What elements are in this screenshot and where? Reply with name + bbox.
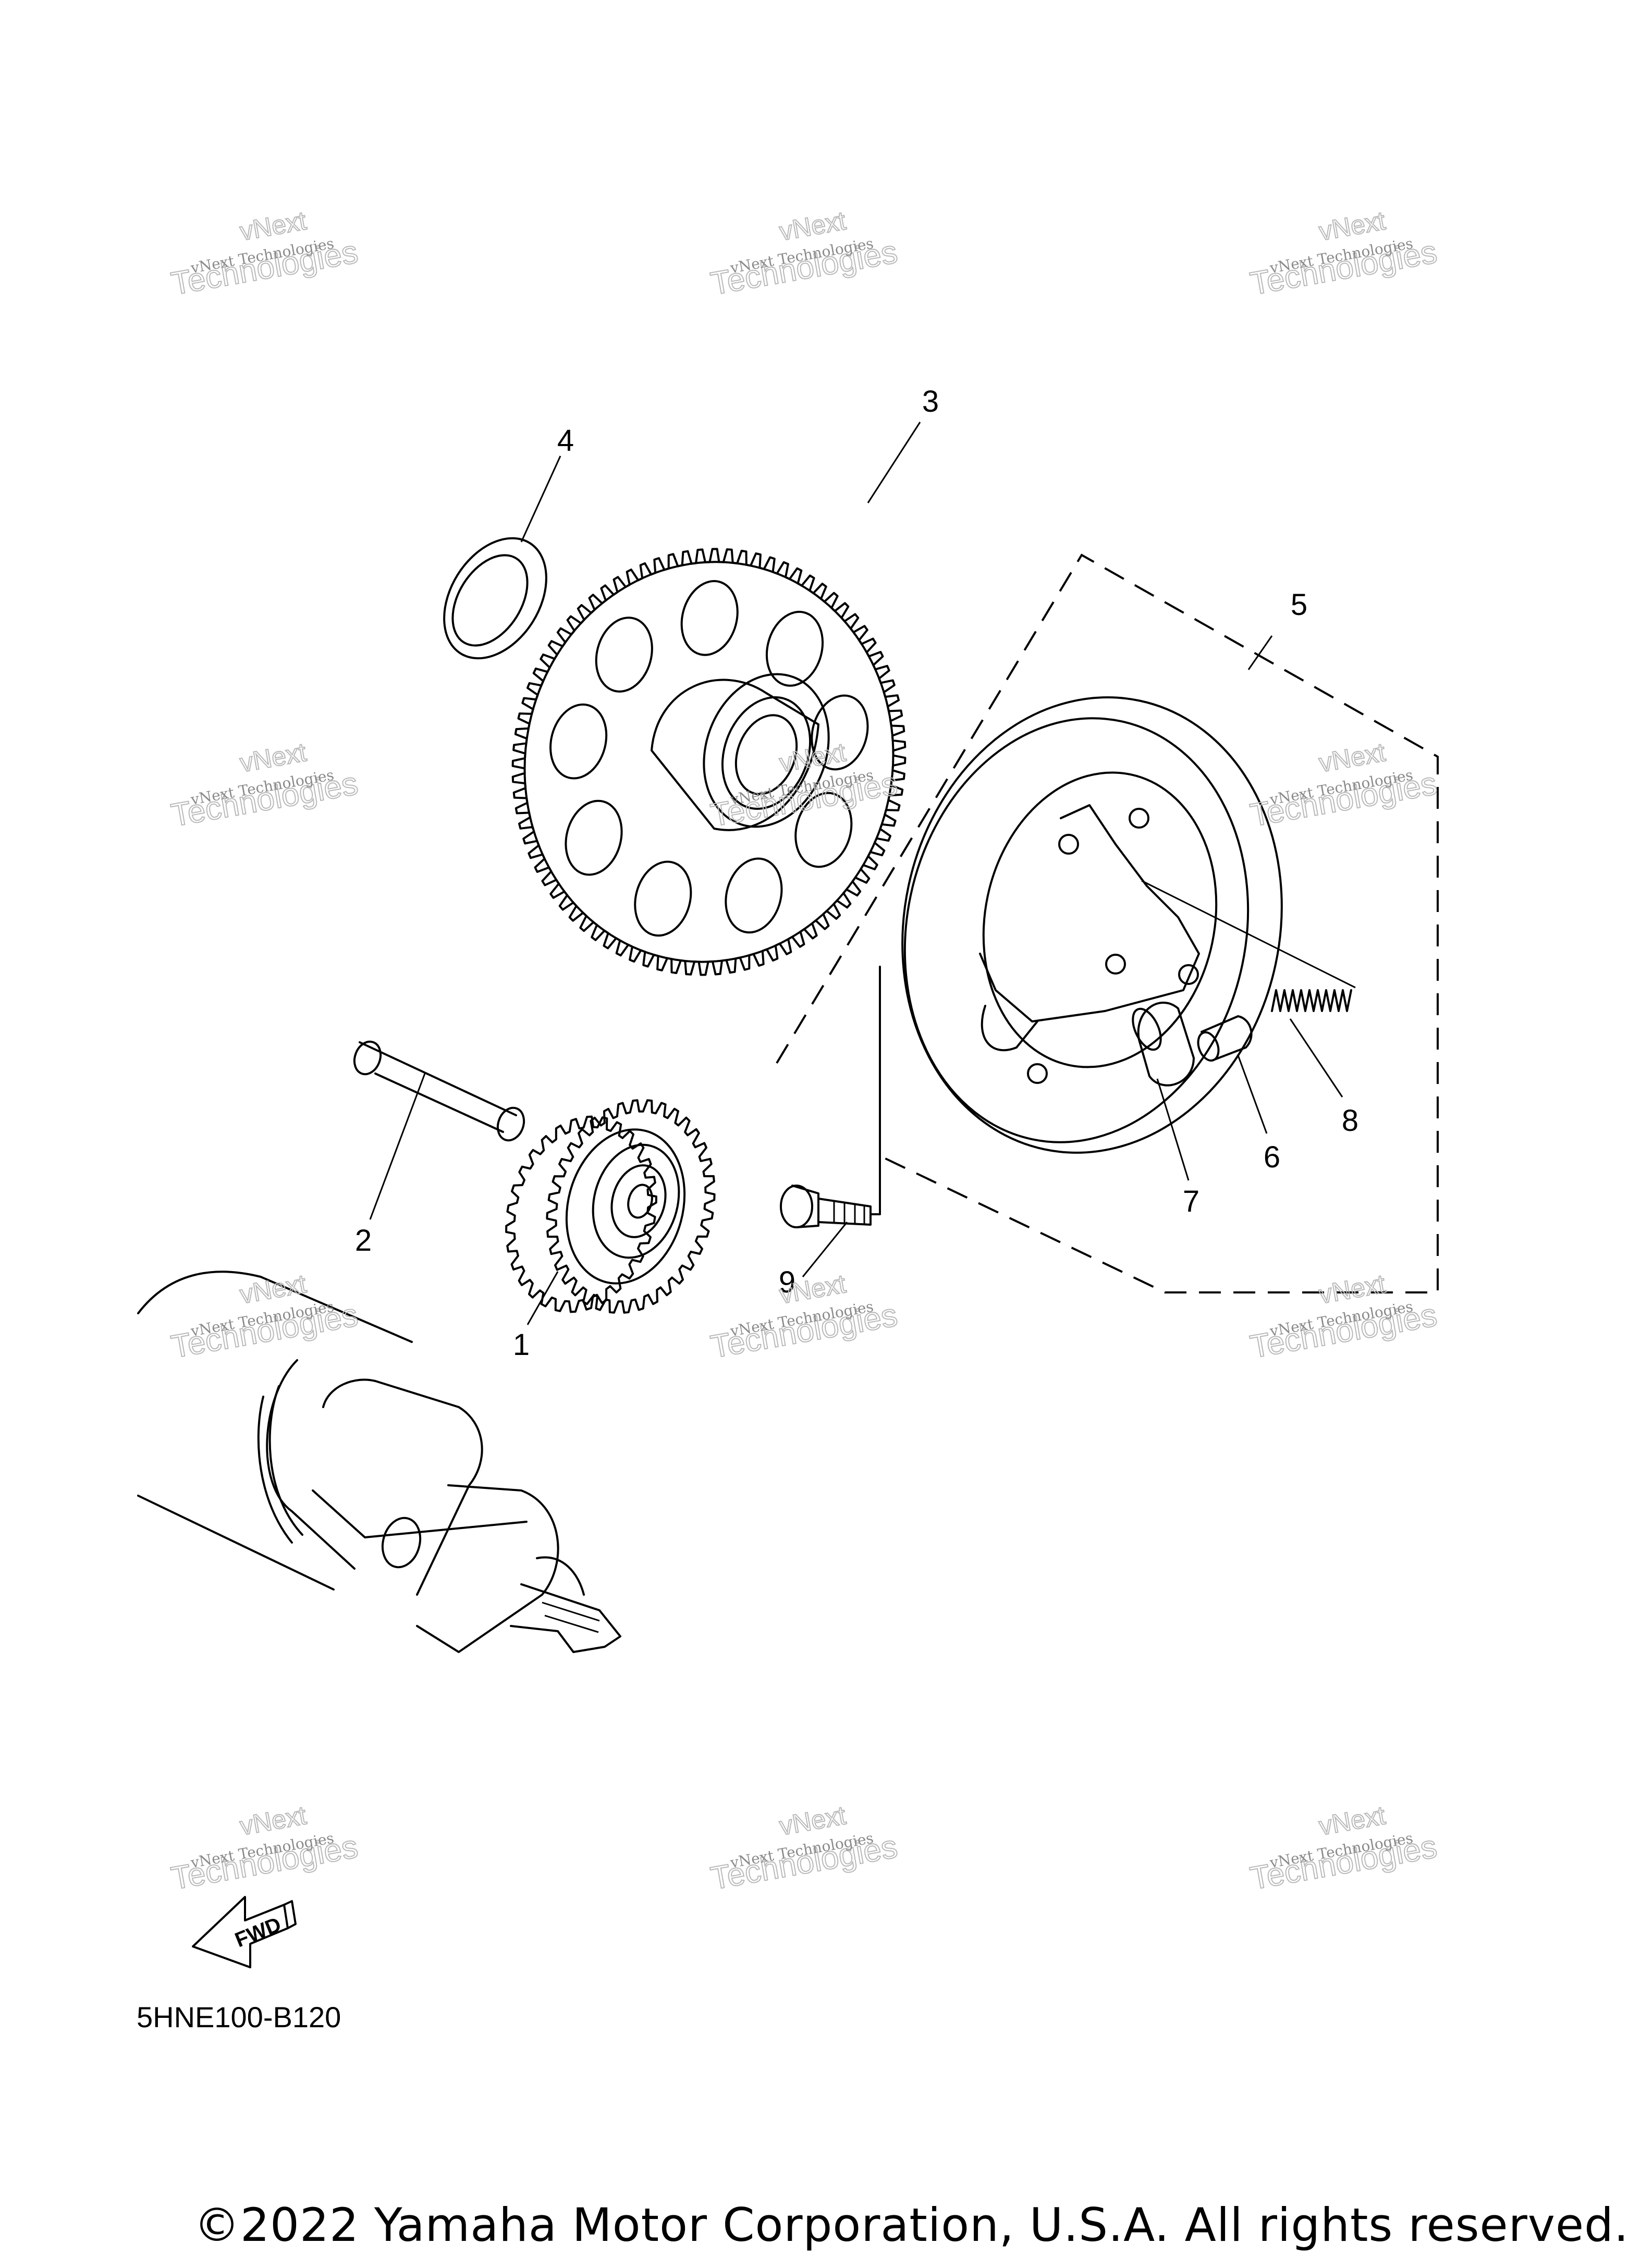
- gear-hole: [634, 860, 692, 937]
- gear-hole: [794, 792, 853, 868]
- clutch-assembly-part: [776, 553, 1439, 1293]
- small-gear-part: [505, 1099, 716, 1314]
- roller-part: [1132, 1002, 1195, 1087]
- gear-hole: [725, 857, 783, 934]
- callout-3: 3: [922, 385, 939, 418]
- watermark-line-2: vNext: [238, 737, 309, 778]
- callout-5: 5: [1291, 588, 1307, 622]
- callout-6: 6: [1264, 1140, 1280, 1174]
- gear-hole: [765, 611, 824, 687]
- gear-hole: [565, 799, 623, 876]
- watermark-line-2: vNext: [1317, 737, 1388, 778]
- gear-hole: [595, 617, 653, 693]
- gear-hole: [680, 580, 739, 656]
- plunger-part: [1197, 1015, 1253, 1062]
- washer-part: [443, 537, 547, 660]
- spring-part: [1271, 989, 1352, 1012]
- watermark-line-2: vNext: [1317, 206, 1388, 246]
- watermark-line-2: vNext: [1317, 1269, 1388, 1309]
- callout-1: 1: [513, 1328, 530, 1362]
- watermark-line-2: vNext: [238, 1801, 309, 1841]
- callout-4: 4: [557, 424, 574, 458]
- callout-8: 8: [1342, 1104, 1358, 1138]
- fwd-label: FWD: [232, 1913, 285, 1952]
- callout-2: 2: [355, 1224, 372, 1258]
- watermark-line-2: vNext: [238, 206, 309, 246]
- copyright-notice: ©2022 Yamaha Motor Corporation, U.S.A. A…: [194, 2198, 1629, 2252]
- bolt-part: [780, 966, 881, 1228]
- fwd-arrow-icon: FWD: [192, 1896, 297, 1968]
- callout-9: 9: [779, 1265, 795, 1299]
- small-gear-teeth: [546, 1099, 716, 1314]
- watermark-line-2: vNext: [777, 1801, 848, 1841]
- gear-hole: [811, 694, 869, 771]
- callout-7: 7: [1183, 1185, 1199, 1218]
- watermark-line-2: vNext: [777, 737, 848, 778]
- diagram-code: 5HNE100-B120: [137, 2001, 341, 2033]
- watermark-line-2: vNext: [1317, 1801, 1388, 1841]
- gear-hole: [549, 703, 608, 780]
- leader-lines: [369, 422, 1343, 1325]
- large-gear-part: [511, 548, 907, 976]
- watermark-line-2: vNext: [777, 206, 848, 246]
- starter-motor: [137, 1271, 621, 1653]
- pin-shaft-part: [353, 1040, 525, 1142]
